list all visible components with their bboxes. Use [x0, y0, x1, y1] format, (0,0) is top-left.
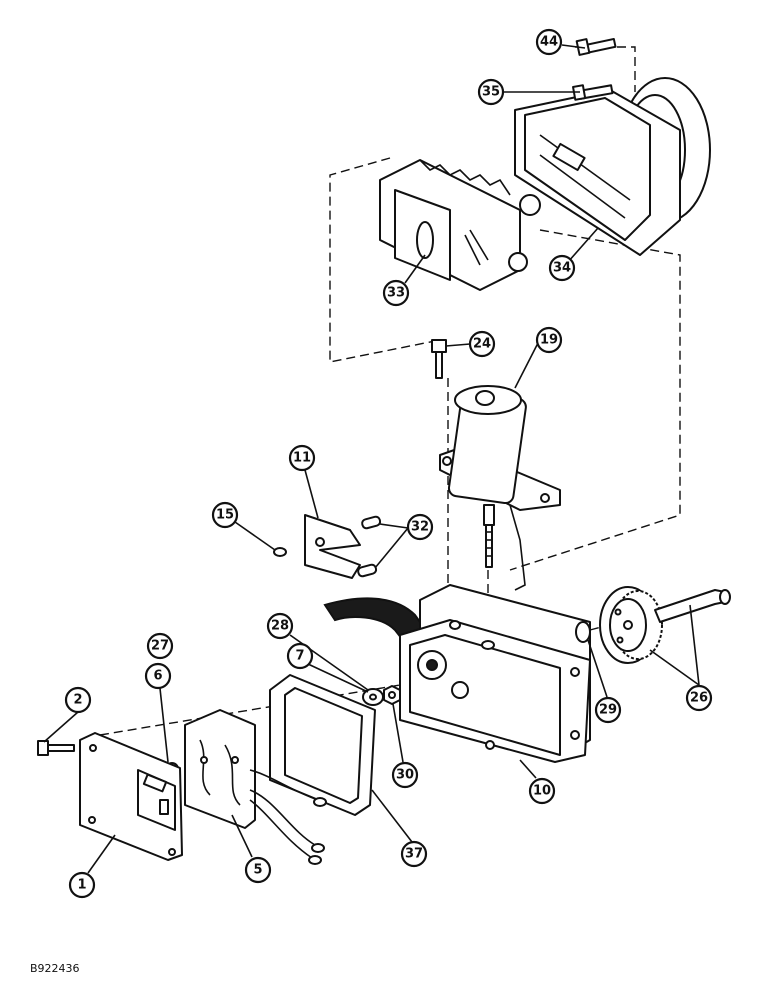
gasket-37: [269, 674, 376, 816]
svg-text:19: 19: [540, 333, 558, 348]
svg-text:26: 26: [690, 691, 708, 706]
svg-text:11: 11: [293, 451, 311, 466]
nut-30: [383, 685, 401, 705]
bracket-11: [304, 514, 361, 579]
svg-text:24: 24: [473, 337, 491, 352]
bolt-44: [575, 37, 617, 56]
callout-24: 24: [468, 330, 496, 358]
callout-11: 11: [288, 444, 316, 472]
callout-6: 6: [144, 662, 172, 690]
svg-text:29: 29: [599, 703, 617, 718]
switch-assembly-33: [379, 159, 541, 291]
svg-text:34: 34: [553, 261, 571, 276]
motor-19: [439, 385, 561, 591]
pins-32: [357, 515, 382, 578]
bolt-24: [431, 339, 447, 379]
callout-26: 26: [685, 684, 713, 712]
callout-10: 10: [528, 777, 556, 805]
gear-26: [599, 586, 731, 664]
callout-35: 35: [477, 78, 505, 106]
callout-2: 2: [64, 686, 92, 714]
svg-text:7: 7: [295, 649, 304, 664]
svg-text:28: 28: [271, 619, 289, 634]
callout-27: 27: [146, 632, 174, 660]
svg-text:44: 44: [540, 35, 558, 50]
callout-34: 34: [548, 254, 576, 282]
reference-code: B922436: [30, 962, 80, 975]
washer-15: [273, 547, 287, 557]
svg-text:30: 30: [396, 768, 414, 783]
callout-37: 37: [400, 840, 428, 868]
washer-29: [575, 621, 591, 643]
callout-44: 44: [535, 28, 563, 56]
callout-7: 7: [286, 642, 314, 670]
svg-text:1: 1: [77, 878, 86, 893]
callout-30: 30: [391, 761, 419, 789]
svg-text:27: 27: [151, 639, 169, 654]
callout-33: 33: [382, 279, 410, 307]
housing-cover-34: [514, 77, 711, 256]
svg-text:15: 15: [216, 508, 234, 523]
svg-text:2: 2: [73, 693, 82, 708]
callout-1: 1: [68, 871, 96, 899]
cover-plate-1: [79, 732, 183, 861]
callout-19: 19: [535, 326, 563, 354]
circuit-board-5: [184, 709, 327, 865]
callout-28: 28: [266, 612, 294, 640]
svg-text:5: 5: [253, 863, 262, 878]
callout-29: 29: [594, 696, 622, 724]
svg-text:33: 33: [387, 286, 405, 301]
svg-text:32: 32: [411, 520, 429, 535]
callout-15: 15: [211, 501, 239, 529]
svg-text:37: 37: [405, 847, 423, 862]
bolt-35: [572, 84, 614, 101]
callout-5: 5: [244, 856, 272, 884]
svg-text:6: 6: [153, 669, 162, 684]
callout-32: 32: [406, 513, 434, 541]
svg-text:10: 10: [533, 784, 551, 799]
gear-housing-10: [399, 584, 591, 763]
bolt-2: [37, 740, 75, 756]
svg-text:35: 35: [482, 85, 500, 100]
